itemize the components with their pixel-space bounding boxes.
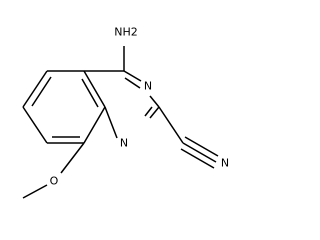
bond-c8a-c4a — [83, 70, 106, 108]
bond-c4-n3 — [123, 70, 142, 82]
ring-n3-label: N — [144, 80, 152, 93]
methoxy-o-label: O — [50, 175, 59, 188]
nitrile-n-label: N — [221, 157, 229, 170]
bond-c8-o — [60, 142, 85, 174]
bond-c5-c6-inner — [31, 76, 52, 107]
bond-c8-c8a — [83, 106, 106, 144]
molecule-structure-diagram: NH2 N N N O — [22, 26, 229, 199]
bond-c2-n1-inner — [144, 106, 153, 117]
bond-c2-n1 — [149, 106, 160, 119]
bond-c6-c7 — [22, 106, 48, 144]
bond-cn-triple-2 — [184, 136, 219, 157]
bond-c4-n3-inner — [124, 77, 141, 89]
amino-label: NH2 — [114, 26, 138, 39]
bond-n3-c2 — [149, 95, 160, 108]
bond-c5-c6 — [22, 70, 48, 108]
bond-o-ch3 — [22, 184, 48, 199]
bond-c2-cn — [158, 106, 184, 144]
bond-n1-c8a — [104, 106, 118, 139]
ring-n1-label: N — [120, 137, 128, 150]
bond-cn-triple-1 — [182, 142, 217, 163]
bond-c8a-c4a-inner — [81, 78, 99, 108]
bond-cn-triple-3 — [180, 148, 215, 169]
